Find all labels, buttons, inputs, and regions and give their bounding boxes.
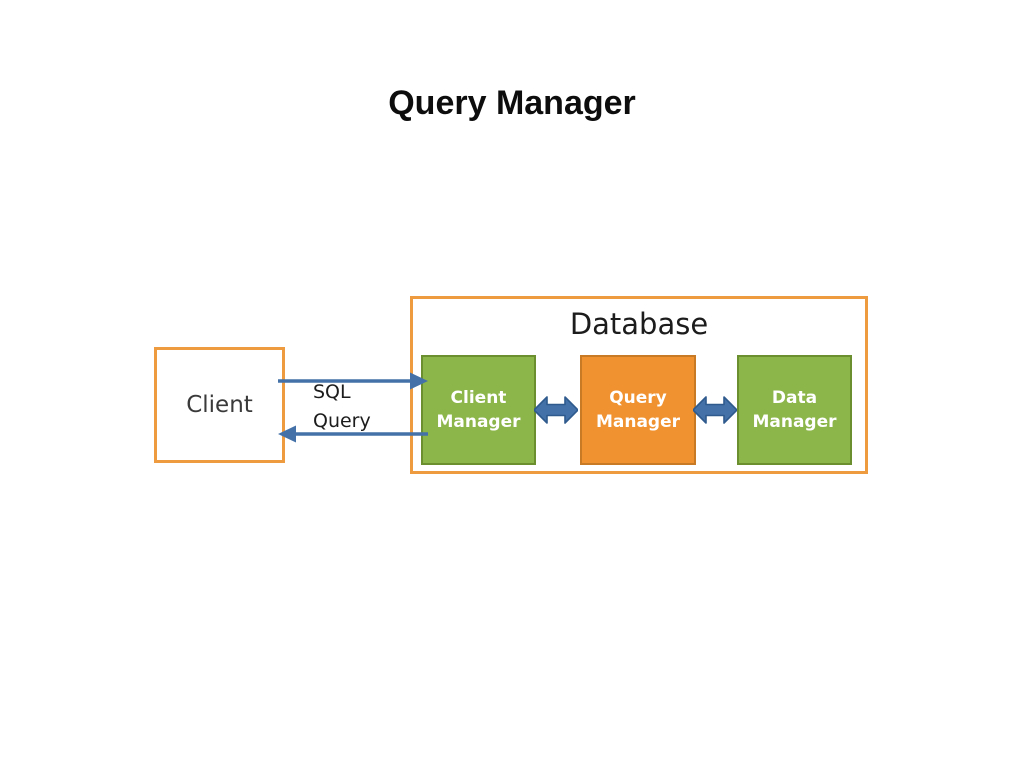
- bidirectional-arrow-client-query-icon: [533, 393, 579, 427]
- arrow-client-to-database-icon: [278, 371, 428, 391]
- query-manager-box[interactable]: Query Manager: [580, 355, 696, 465]
- data-manager-box[interactable]: Data Manager: [737, 355, 852, 465]
- client-box-label: Client: [186, 392, 253, 418]
- client-manager-label-line2: Manager: [436, 412, 521, 432]
- arrow-database-to-client-icon: [278, 424, 428, 444]
- data-manager-label-line2: Manager: [752, 412, 837, 432]
- client-manager-box[interactable]: Client Manager: [421, 355, 536, 465]
- edge-label-sql: SQL: [313, 381, 351, 403]
- database-label: Database: [569, 307, 709, 341]
- edge-label-query: Query: [313, 410, 371, 432]
- bidirectional-arrow-query-data-icon: [692, 393, 738, 427]
- page-title: Query Manager: [388, 84, 636, 122]
- client-manager-label-line1: Client: [450, 387, 507, 408]
- query-manager-label-line1: Query: [609, 387, 667, 408]
- query-manager-label-line2: Manager: [595, 412, 681, 432]
- client-box[interactable]: Client: [154, 347, 285, 463]
- data-manager-label-line1: Data: [771, 387, 818, 408]
